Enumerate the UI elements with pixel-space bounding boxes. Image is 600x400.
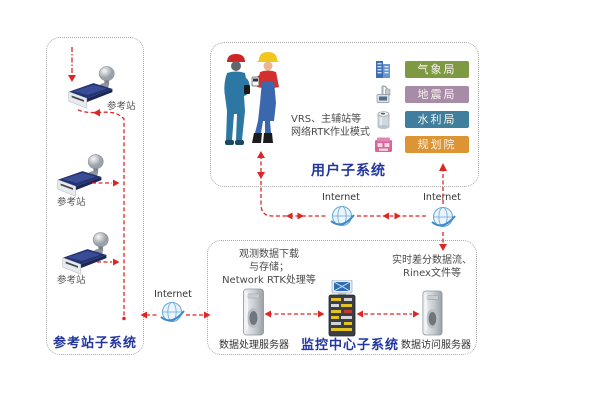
datastream-note: 实时差分数据流、 Rinex文件等 <box>392 255 472 279</box>
access-server-icon <box>421 290 444 336</box>
processing-server-icon <box>242 288 265 336</box>
internet-label: Internet <box>322 192 360 203</box>
monitor-subsystem-title: 监控中心子系统 <box>300 338 399 353</box>
planning-building-icon <box>373 134 394 155</box>
control-rack-icon <box>325 280 359 338</box>
gps-station-icon <box>65 63 120 109</box>
agency-chip: 地震局 <box>405 86 469 103</box>
internet-label: Internet <box>423 192 461 203</box>
reference-subsystem-box: 参考站 参考站 <box>46 37 144 355</box>
agency-chip: 气象局 <box>405 61 469 78</box>
station-label: 参考站 <box>57 197 86 208</box>
internet-globe-icon <box>159 301 185 325</box>
agency-chip: 水利局 <box>405 111 469 128</box>
processing-note: 观测数据下载 与存储； Network RTK处理等 <box>222 249 316 286</box>
rtk-mode-note: VRS、主辅站等 网络RTK作业模式 <box>291 114 370 138</box>
station-label: 参考站 <box>107 101 136 112</box>
gps-station-icon <box>59 229 114 275</box>
internet-globe-icon <box>329 205 355 229</box>
weather-building-icon <box>373 59 394 80</box>
access-server-label: 数据访问服务器 <box>401 340 471 351</box>
gps-station-icon <box>54 151 109 197</box>
user-subsystem-box: VRS、主辅站等 网络RTK作业模式 气象局 <box>210 42 479 187</box>
processing-server-label: 数据处理服务器 <box>219 340 289 351</box>
station-label: 参考站 <box>57 275 86 286</box>
agency-chip: 规划院 <box>405 136 469 153</box>
reference-subsystem-title: 参考站子系统 <box>52 336 137 351</box>
surveyors-icon <box>214 51 294 151</box>
seismograph-icon <box>373 84 394 105</box>
water-tank-icon <box>373 109 394 130</box>
monitor-subsystem-box: 观测数据下载 与存储； Network RTK处理等 实时差分数据流、 Rine… <box>207 240 477 355</box>
internet-globe-icon <box>430 206 456 230</box>
internet-label: Internet <box>154 289 192 300</box>
user-subsystem-title: 用户子系统 <box>311 163 386 179</box>
